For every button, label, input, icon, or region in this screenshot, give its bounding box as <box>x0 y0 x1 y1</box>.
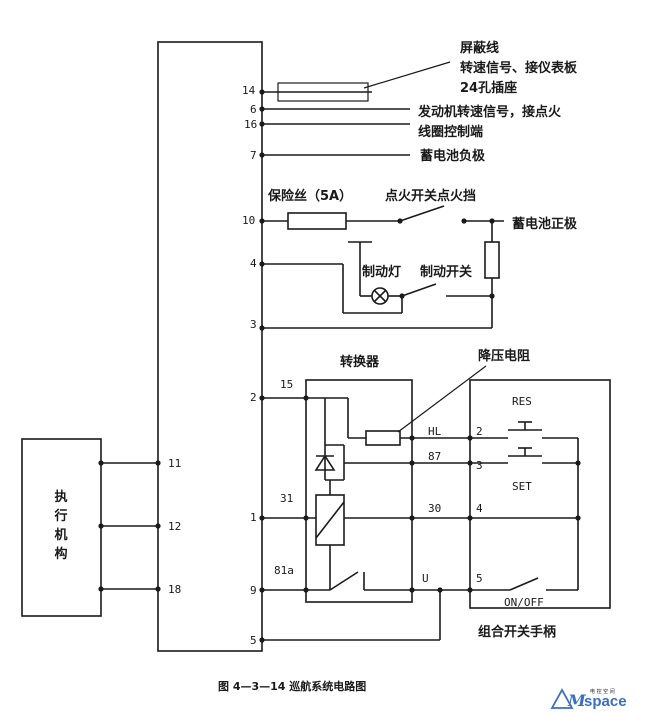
diode-icon <box>314 454 336 471</box>
switch-label-res: RES <box>512 395 532 408</box>
actuator-label-2: 行 <box>53 508 67 524</box>
label-battery-negative: 蓄电池负极 <box>420 148 486 164</box>
node <box>155 586 161 592</box>
node <box>489 293 495 299</box>
pin-18: 18 <box>168 583 181 596</box>
lamp-cross-2 <box>373 289 387 303</box>
node <box>259 89 265 95</box>
converter-box <box>305 379 413 603</box>
relay-coil-diag <box>315 501 345 539</box>
pin-11: 11 <box>168 457 181 470</box>
node <box>409 515 415 521</box>
leader-resistor <box>397 365 487 433</box>
leader-shielded <box>363 61 451 89</box>
pin-12: 12 <box>168 520 181 533</box>
label-24pin: 24孔插座 <box>460 80 517 96</box>
node <box>303 395 309 401</box>
pin-4: 4 <box>250 257 257 270</box>
node <box>259 261 265 267</box>
pin-2: 2 <box>250 391 257 404</box>
node <box>259 587 265 593</box>
conv-pin-87: 87 <box>428 450 441 463</box>
actuator-label-1: 执 <box>54 489 67 505</box>
node <box>259 325 265 331</box>
switch-pin-4: 4 <box>476 502 483 515</box>
pin-7: 7 <box>250 149 257 162</box>
pin-6: 6 <box>250 103 257 116</box>
node <box>303 515 309 521</box>
node <box>98 523 104 529</box>
node <box>409 435 415 441</box>
pin-10: 10 <box>242 214 255 227</box>
onoff-blade <box>509 577 539 591</box>
label-converter: 转换器 <box>340 354 380 370</box>
pin-16: 16 <box>244 118 257 131</box>
node <box>575 460 581 466</box>
figure-caption: 图 4—3—14 巡航系统电路图 <box>218 679 366 693</box>
node <box>98 586 104 592</box>
pin-9: 9 <box>250 584 257 597</box>
switch-pin-3: 3 <box>476 459 483 472</box>
combo-switch-box <box>469 379 611 609</box>
actuator-label-4: 构 <box>54 546 67 562</box>
label-battery-positive: 蓄电池正极 <box>512 216 578 232</box>
conv-pin-30: 30 <box>428 502 441 515</box>
resistor-brake <box>484 241 500 279</box>
node <box>259 637 265 643</box>
node <box>259 106 265 112</box>
logo-m: M <box>567 691 587 710</box>
conv-pin-hl: HL <box>428 425 442 438</box>
myspace-logo: M space 电 控 空 间 <box>550 688 627 710</box>
fuse-5a <box>287 212 347 230</box>
node <box>259 121 265 127</box>
node <box>303 587 309 593</box>
label-dropping-resistor: 降压电阻 <box>478 348 530 364</box>
logo-tagline: 电 控 空 间 <box>590 688 615 695</box>
control-module-box <box>157 41 263 652</box>
label-combo-switch: 组合开关手柄 <box>478 624 556 640</box>
label-brake-switch: 制动开关 <box>420 264 472 280</box>
actuator-label-3: 机 <box>54 527 67 543</box>
node <box>437 587 443 593</box>
label-ignition-coil: 线圈控制端 <box>418 124 483 140</box>
node <box>259 395 265 401</box>
logo-text: space <box>584 693 627 710</box>
switch-pin-5: 5 <box>476 572 483 585</box>
node <box>259 218 265 224</box>
pin-3: 3 <box>250 318 257 331</box>
node <box>98 460 104 466</box>
switch-label-onoff: ON/OFF <box>504 596 544 609</box>
node <box>155 460 161 466</box>
label-fuse: 保险丝（5A） <box>267 188 352 204</box>
logo-triangle-icon <box>550 688 574 709</box>
node <box>259 515 265 521</box>
label-brake-lamp: 制动灯 <box>362 264 401 280</box>
pin-14: 14 <box>242 84 256 97</box>
label-engine-speed: 发动机转速信号，接点火 <box>417 104 562 120</box>
conv-pin-u: U <box>422 572 429 585</box>
dropping-resistor <box>365 430 401 446</box>
converter-switch-blade <box>329 571 359 591</box>
conv-pin-31: 31 <box>280 492 293 505</box>
switch-label-set: SET <box>512 480 532 493</box>
pin-1: 1 <box>250 511 257 524</box>
label-shielded-line: 屏蔽线 <box>460 40 499 56</box>
brake-switch-blade <box>401 283 437 297</box>
conv-pin-15: 15 <box>280 378 293 391</box>
label-speed-signal: 转速信号、接仪表板 <box>460 60 578 76</box>
switch-pin-2: 2 <box>476 425 483 438</box>
node <box>409 460 415 466</box>
pin-5: 5 <box>250 634 257 647</box>
node <box>259 152 265 158</box>
conv-pin-81a: 81a <box>274 564 294 577</box>
node <box>155 523 161 529</box>
label-ignition-switch: 点火开关点火挡 <box>385 188 476 204</box>
ignition-switch-blade <box>399 205 445 222</box>
